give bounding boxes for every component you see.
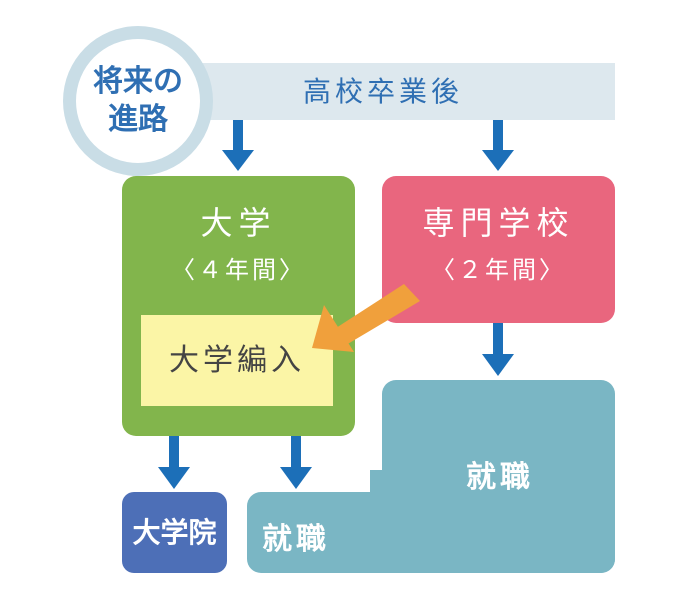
graduate-school-label: 大学院 [132, 516, 217, 549]
arrow-to-university [222, 120, 254, 171]
future-path-badge: 将来の 進路 [76, 39, 200, 163]
arrow-vocational-to-employment [482, 323, 514, 376]
after-graduation-label: 高校卒業後 [302, 75, 463, 108]
employment-box-lower [247, 492, 615, 573]
vocational-school-title: 専門学校 [422, 204, 575, 242]
future-path-line-2: 進路 [108, 102, 168, 137]
arrow-to-vocational-school [482, 120, 514, 171]
arrow-to-graduate-school [158, 436, 190, 489]
university-transfer-box [141, 315, 333, 406]
after-graduation-band [200, 63, 615, 120]
university-duration: 〈４年間〉 [171, 256, 306, 284]
future-path-line-1: 将来の [93, 64, 183, 99]
arrow-transfer [312, 284, 420, 352]
employment-label-upper: 就職 [466, 460, 534, 495]
vocational-school-box [382, 176, 615, 323]
graduate-school-box [122, 492, 227, 573]
university-transfer-label: 大学編入 [169, 343, 305, 378]
arrow-university-to-employment [280, 436, 312, 489]
university-title: 大学 [200, 204, 277, 242]
employment-box-corner [370, 470, 410, 530]
vocational-school-duration: 〈２年間〉 [431, 256, 566, 284]
employment-label-lower: 就職 [262, 522, 330, 557]
